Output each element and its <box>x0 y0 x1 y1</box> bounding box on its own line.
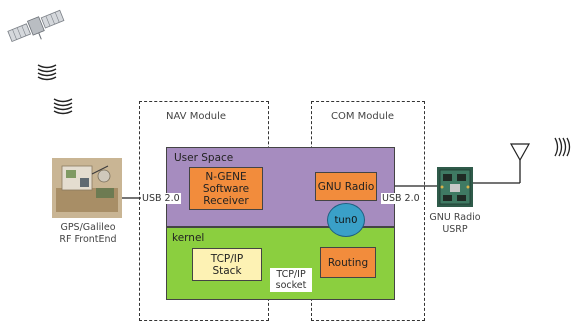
receiver-label-line: Software <box>202 182 250 195</box>
socket-label-line: TCP/IP <box>276 269 306 280</box>
signal-waves-icon <box>53 98 73 115</box>
stack-label-line: TCP/IP <box>210 252 244 265</box>
usrp-caption: GNU Radio USRP <box>418 212 492 236</box>
rf-frontend-caption: GPS/Galileo RF FrontEnd <box>48 222 128 246</box>
kernel-label: kernel <box>172 232 205 244</box>
tun0-label: tun0 <box>334 214 358 226</box>
usrp-board-photo <box>437 167 473 207</box>
tcp-ip-stack-block: TCP/IP Stack <box>192 248 262 281</box>
stack-label-line: Stack <box>212 264 242 277</box>
rf-frontend-caption-line: GPS/Galileo <box>60 222 116 233</box>
antenna-icon <box>509 143 531 162</box>
routing-block: Routing <box>320 247 376 278</box>
nav-module-label: NAV Module <box>166 111 227 122</box>
rf-frontend-photo <box>52 158 122 218</box>
rf-frontend-caption-line: RF FrontEnd <box>59 234 117 245</box>
gnu-radio-label: GNU Radio <box>317 180 375 193</box>
user-space-label: User Space <box>174 152 234 164</box>
usrp-caption-line: USRP <box>442 224 468 235</box>
tun0-interface: tun0 <box>327 203 365 237</box>
usrp-caption-line: GNU Radio <box>429 212 481 223</box>
gnu-radio-block: GNU Radio <box>315 172 377 201</box>
com-module-label: COM Module <box>331 111 395 122</box>
socket-label-line: socket <box>275 280 307 291</box>
usb-right-label: USB 2.0 <box>381 193 421 204</box>
signal-waves-icon <box>37 64 57 81</box>
antenna-waves-icon <box>554 137 571 157</box>
routing-label: Routing <box>327 256 369 269</box>
usb-left-label: USB 2.0 <box>141 193 181 204</box>
receiver-label-line: Receiver <box>203 194 249 207</box>
tcp-ip-socket-label: TCP/IP socket <box>270 268 312 292</box>
software-receiver-block: N-GENE Software Receiver <box>189 167 263 210</box>
satellite-icon <box>7 9 65 43</box>
receiver-label-line: N-GENE <box>205 170 247 183</box>
